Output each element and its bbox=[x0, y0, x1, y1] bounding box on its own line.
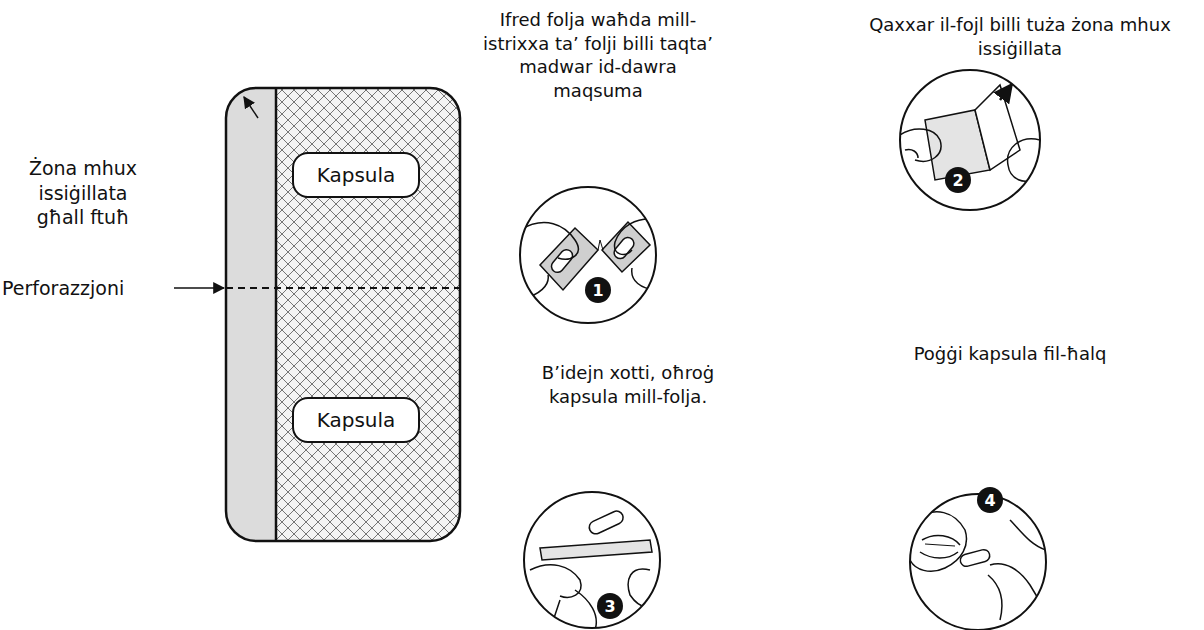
step-caption: Qaxxar il-fojl billi tuża żona mhux issi… bbox=[840, 13, 1200, 60]
callout-number: 3 bbox=[597, 593, 623, 619]
callout-number: 4 bbox=[977, 487, 1003, 513]
step-illustration bbox=[524, 492, 665, 630]
callout-number: 2 bbox=[945, 167, 971, 193]
leader-line bbox=[174, 97, 258, 288]
callout-number: 1 bbox=[585, 277, 611, 303]
step-illustration bbox=[520, 187, 660, 323]
perforation-label: Perforazzjoni bbox=[2, 276, 124, 301]
step-illustration bbox=[900, 70, 1040, 210]
capsule-label: Kapsula bbox=[317, 163, 396, 187]
step-caption: Ifred folja waħda mill-istrixxa taʼ folj… bbox=[478, 8, 718, 102]
step-circle: Poġġi kapsula fil-ħalq4 bbox=[910, 494, 1046, 630]
zone-label: Żona mhux issiġillata għall ftuħ bbox=[18, 156, 148, 230]
capsule-box: Kapsula bbox=[292, 152, 420, 198]
step-caption: Bʼidejn xotti, oħroġ kapsula mill-folja. bbox=[523, 361, 733, 408]
step-circle: Bʼidejn xotti, oħroġ kapsula mill-folja.… bbox=[524, 492, 660, 628]
step-caption: Poġġi kapsula fil-ħalq bbox=[850, 342, 1170, 365]
step-circle: Ifred folja waħda mill-istrixxa taʼ folj… bbox=[520, 187, 656, 323]
step-illustration bbox=[910, 494, 1046, 630]
step-circle: Qaxxar il-fojl billi tuża żona mhux issi… bbox=[900, 70, 1040, 210]
capsule-label: Kapsula bbox=[317, 408, 396, 432]
blister-card bbox=[226, 88, 460, 541]
capsule-box: Kapsula bbox=[292, 397, 420, 443]
